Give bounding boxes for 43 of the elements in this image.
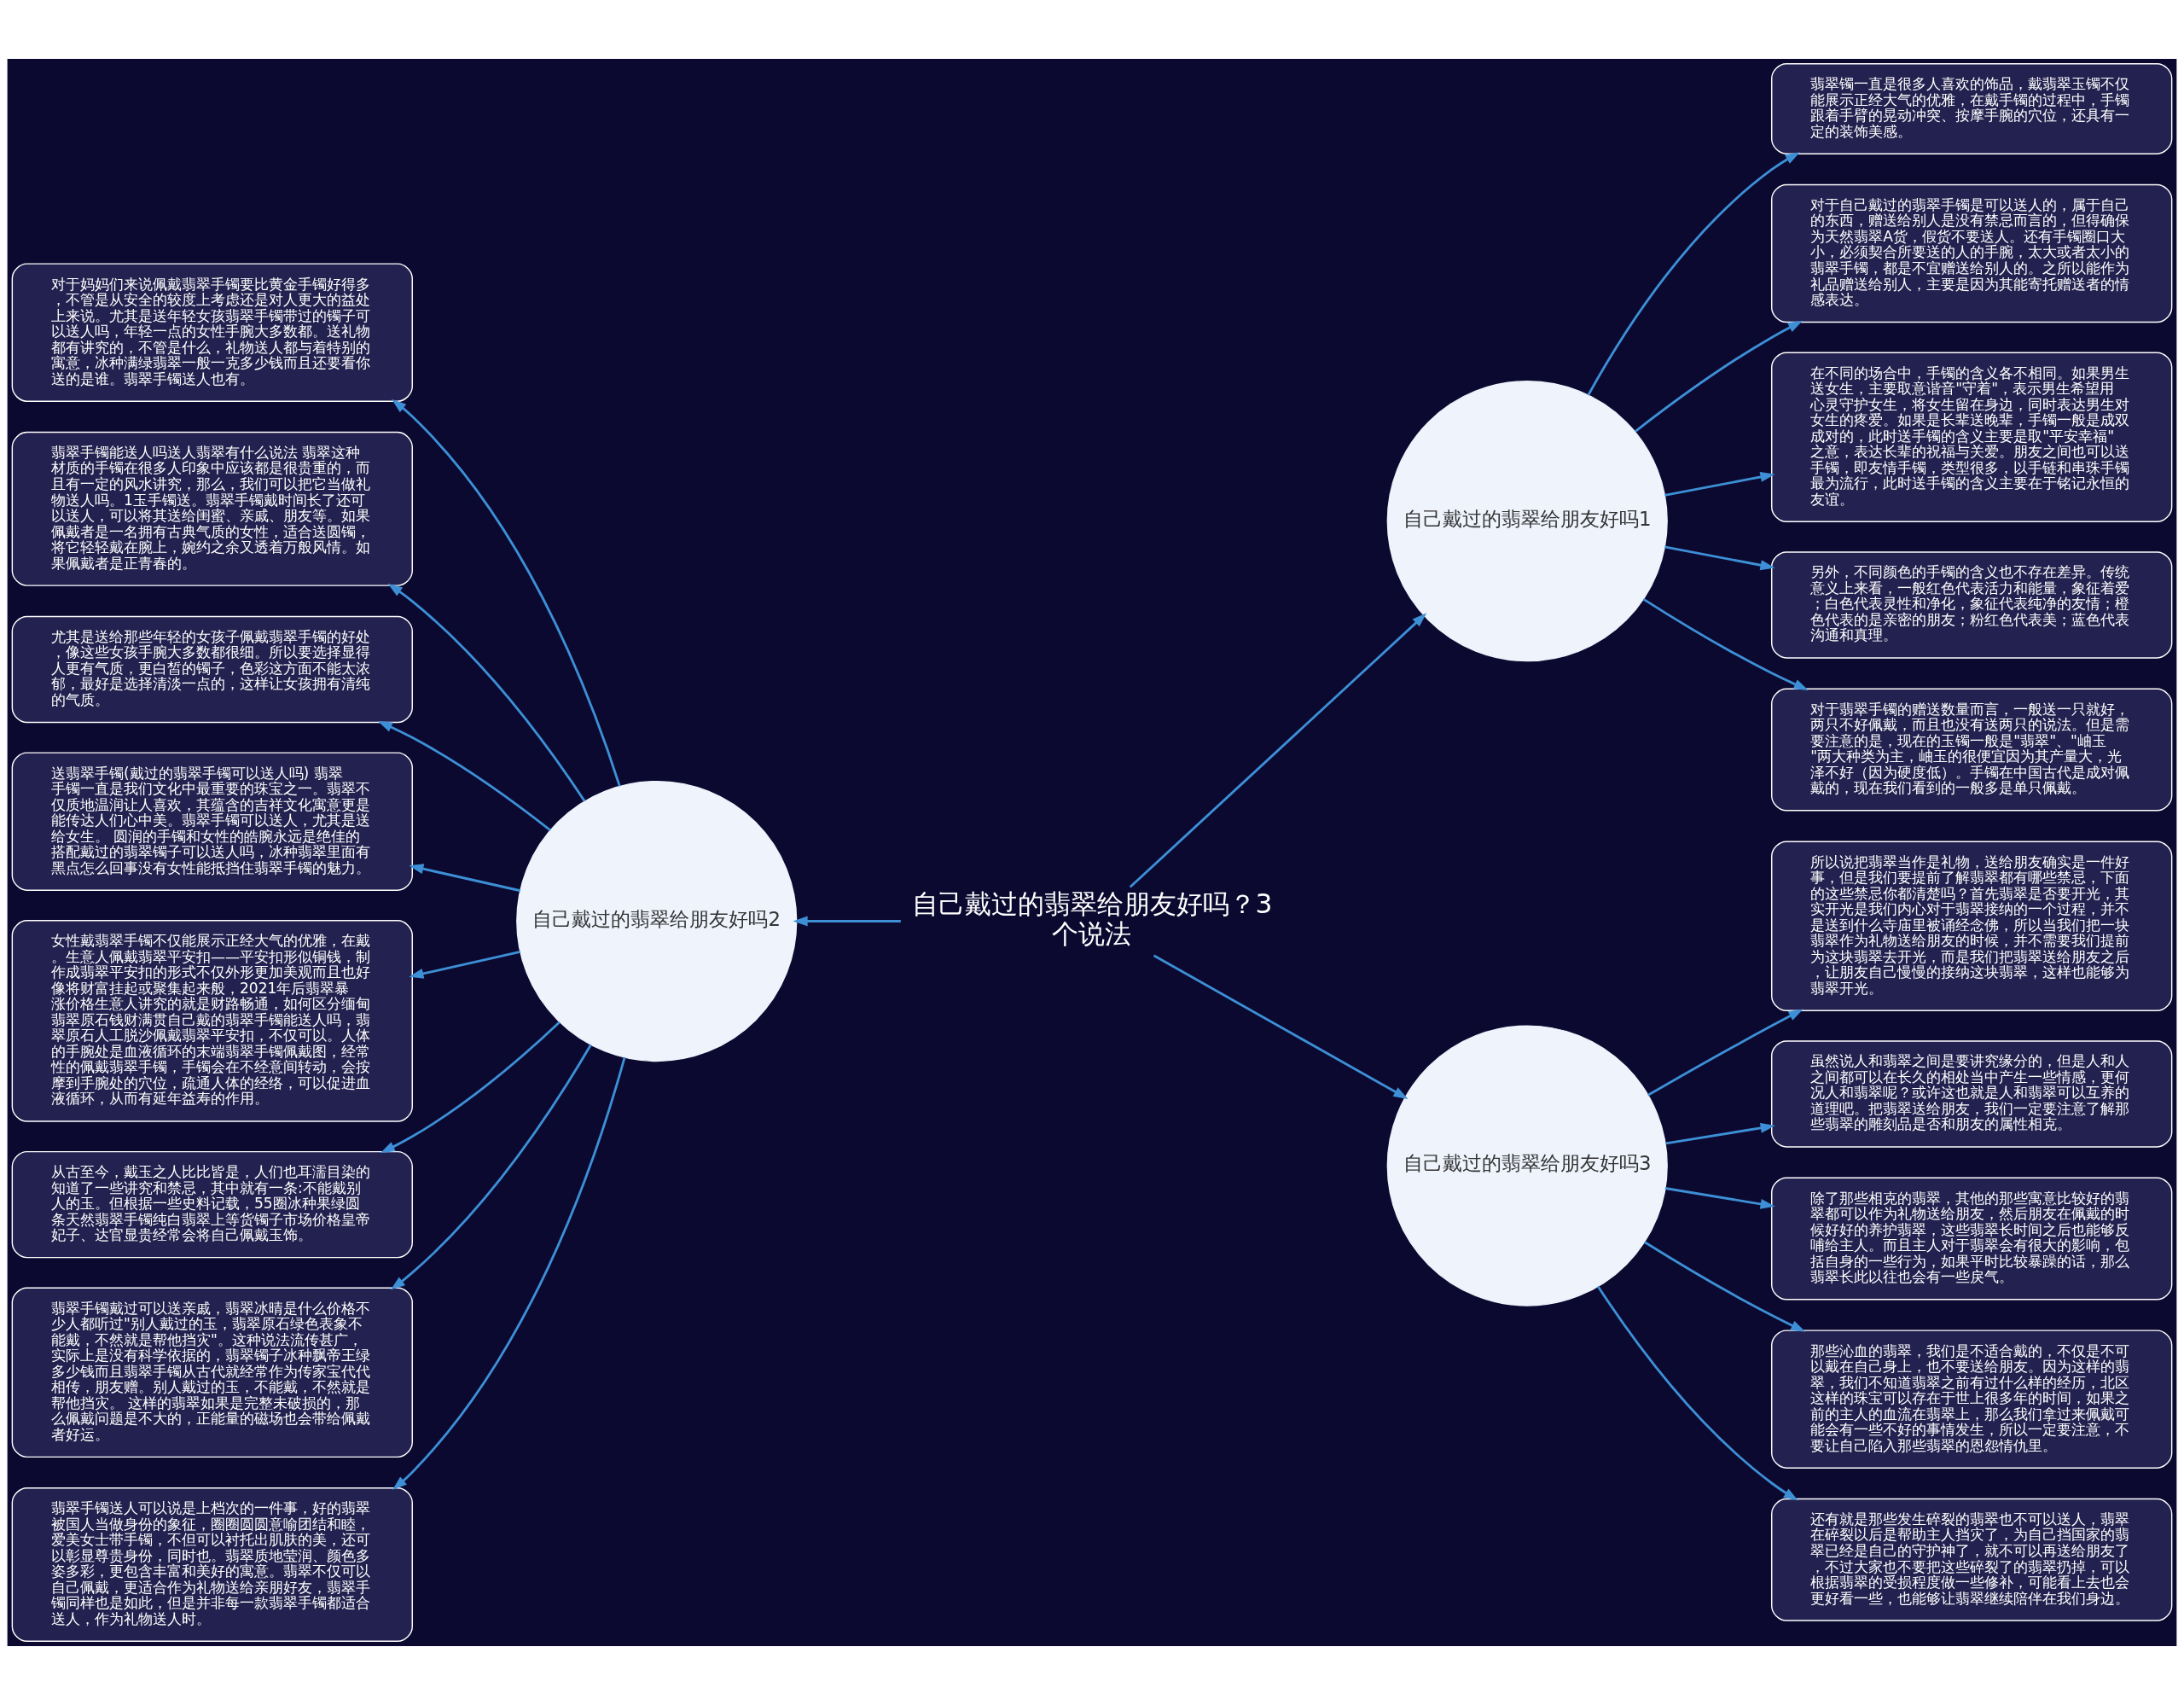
arrow bbox=[1665, 1122, 1775, 1145]
arrow bbox=[1643, 1241, 1806, 1332]
node-box: 女性戴翡翠手镯不仅能展示正经大气的优雅，在戴。生意人佩戴翡翠平安扣——平安扣形似铜钱，制作成翡翠平安扣的形式不仅外形更加美观而且也好像将财富挂起或聚集起来般，2021年后翡翠暴涨价格生意人讲究的就是财路畅通，如何区分缅甸翡翠原石钱财满贯自己戴的翡翠手镯能送人吗，翡翠原石人工脱沙佩戴翡翠平安扣，不仅可以。人体的手腕处是血液循环的末端翡翠手镯佩戴图，经常性的佩戴翡翠手镯，手镯会在不经意间转动，会按摩到手腕处的穴位，疏通人体的经络，可以促进血液循环，从而有延年益寿的作用。 bbox=[11, 920, 413, 1122]
node-box: 另外，不同颜色的手镯的含义也不存在差异。传统意义上来看，一般红色代表活力和能量，象征着爱；白色代表灵性和净化，象征代表纯净的友情；橙色代表的是亲密的朋友；粉红色代表美；蓝色代表沟通和真理。 bbox=[1771, 551, 2173, 659]
arrow bbox=[1587, 152, 1800, 396]
node-text: 自己戴过的翡翠给朋友好吗？3个说法 bbox=[911, 888, 1273, 949]
arrow bbox=[1634, 320, 1804, 433]
node-box: 那些沁血的翡翠，我们是不适合戴的，不仅是不可以戴在自己身上，也不要送给朋友。因为这样的翡翠，我们不知道翡翠之前有过什么样的经历，北区这样的珠宝可以存在于世上很多年的时间，如果之前的主人的血流在翡翠上，那么我们拿过来佩戴可能会有一些不好的事情发生，所以一定要注意，不要让自己陷入那些翡翠的恩怨情仇里。 bbox=[1771, 1330, 2173, 1469]
node-box: 尤其是送给那些年轻的女孩子佩戴翡翠手镯的好处，像这些女孩手腕大多数都很细。所以要选择显得人更有气质，更白皙的镯子，色彩这方面不能太浓郁，最好是选择清淡一点的，这样让女孩拥有清纯的气质。 bbox=[11, 615, 413, 724]
arrow bbox=[1664, 545, 1775, 571]
arrow bbox=[1129, 613, 1427, 888]
arrow bbox=[409, 950, 521, 979]
node-box: 除了那些相克的翡翠，其他的那些寓意比较好的翡翠都可以作为礼物送给朋友，然后朋友在佩戴的时候好好的养护翡翠，这些翡翠长时间之后也能够反哺给主人。而且主人对于翡翠会有很大的影响，包括自身的一些行为，如果平时比较暴躁的话，那么翡翠长此以往也会有一些戾气。 bbox=[1771, 1177, 2173, 1301]
arrow bbox=[1642, 597, 1809, 690]
arrow bbox=[1647, 1009, 1804, 1097]
node-box: 翡翠手镯戴过可以送亲戚，翡翠冰晴是什么价格不少人都听过"别人戴过的玉，翡翠原石绿色表象不能戴，不然就是帮他挡灾"。这种说法流传甚广，实际上是没有科学依据的，翡翠镯子冰种飘帝王绿多少钱而且翡翠手镯从古代就经常作为传家宝代代相传，朋友赠。别人戴过的玉，不能戴，不然就是帮他挡灾。 这样的翡翠如果是完整未破损的，那么佩戴问题是不大的，正能量的磁场也会带给佩戴者好运。 bbox=[11, 1287, 413, 1458]
arrow bbox=[377, 720, 551, 832]
arrow bbox=[1596, 1285, 1798, 1501]
arrow bbox=[392, 399, 621, 787]
node-box: 所以说把翡翠当作是礼物，送给朋友确实是一件好事，但是我们要提前了解翡翠都有哪些禁忌，下面的这些禁忌你都清楚吗？首先翡翠是否要开光，其实开光是我们内心对于翡翠接纳的一个过程，并不是送到什么寺庙里被诵经念佛，所以当我们把一块翡翠作为礼物送给朋友的时候，并不需要我们提前为这块翡翠去开光，而是我们把翡翠送给朋友之后，让朋友自己慢慢的接纳这块翡翠，这样也能够为翡翠开光。 bbox=[1771, 841, 2173, 1011]
node-box: 对于妈妈们来说佩戴翡翠手镯要比黄金手镯好得多，不管是从安全的较度上考虑还是对人更大的益处上来说。尤其是送年轻女孩翡翠手镯带过的镯子可以送人吗，年轻一点的女性手腕大多数都。送礼物都有讲究的，不管是什么，礼物送人都与着特别的寓意，冰种满绿翡翠一般一克多少钱而且还要看你送的是谁。翡翠手镯送人也有。 bbox=[11, 263, 413, 402]
arrow bbox=[1153, 954, 1409, 1099]
arrow bbox=[392, 1056, 626, 1491]
node-box: 对于翡翠手镯的赠送数量而言，一般送一只就好，两只不好佩戴，而且也没有送两只的说法。但是需要注意的是，现在的玉镯一般是"翡翠"、"岫玉"两大种类为主，岫玉的很便宜因为其产量大，光泽不好（因为硬度低）。手镯在中国古代是成对佩戴的，现在我们看到的一般多是单只佩戴。 bbox=[1771, 688, 2173, 812]
node-circle: 自己戴过的翡翠给朋友好吗3 bbox=[1386, 1025, 1668, 1306]
arrow bbox=[387, 583, 586, 802]
node-box: 在不同的场合中，手镯的含义各不相同。如果男生送女生，主要取意谐音"守着"，表示男生希望用心灵守护女生，将女生留在身边，同时表达男生对女生的疼爱。如果是长辈送晚辈，手镯一般是成双成对的，此时送手镯的含义主要是取"平安幸福"之意，表达长辈的祝福与关爱。朋友之间也可以送手镯，即友情手镯，类型很多，以手链和串珠手镯最为流行，此时送手镯的含义主要在于铭记永恒的友谊。 bbox=[1771, 352, 2173, 523]
node-circle: 自己戴过的翡翠给朋友好吗1 bbox=[1386, 381, 1668, 662]
arrow bbox=[390, 1044, 592, 1290]
node-box: 翡翠手镯能送人吗送人翡翠有什么说法 翡翠这种材质的手镯在很多人印象中应该都是很贵重的，而且有一定的风水讲究，那么，我们可以把它当做礼物送人吗。1玉手镯送。翡翠手镯戴时间长了还可以送人，可以将其送给闺蜜、亲戚、朋友等。如果佩戴者是一名拥有古典气质的女性，适合送圆镯，将它轻轻戴在腕上，婉约之余又透着万般风情。如果佩戴者是正青春的。 bbox=[11, 431, 413, 586]
arrow bbox=[1664, 1187, 1775, 1209]
arrow bbox=[1664, 472, 1775, 497]
node-box: 翡翠手镯送人可以说是上档次的一件事，好的翡翠被国人当做身份的象征，圈圈圆圆意喻团结和睦，爱美女士带手镯，不但可以衬托出肌肤的美，还可以彰显尊贵身份，同时也。翡翠质地莹润、颜色多姿多彩，更包含丰富和美好的寓意。翡翠不仅可以自己佩戴，更适合作为礼物送给亲朋好友，翡翠手镯同样也是如此，但是并非每一款翡翠手镯都适合送人，作为礼物送人时。 bbox=[11, 1487, 413, 1642]
node-box: 还有就是那些发生碎裂的翡翠也不可以送人，翡翠在碎裂以后是帮助主人挡灾了，为自己挡国家的翡翠已经是自己的守护神了，就不可以再送给朋友了，不过大家也不要把这些碎裂了的翡翠扔掉，可以根据翡翠的受损程度做一些修补，可能看上去也会更好看一些，也能够让翡翠继续陪伴在我们身边。 bbox=[1771, 1498, 2173, 1621]
arrow bbox=[409, 864, 521, 893]
node-box: 对于自己戴过的翡翠手镯是可以送人的，属于自己的东西，赠送给别人是没有禁忌而言的，但得确保为天然翡翠A货，假货不要送人。还有手镯圈口大小，必须契合所要送的人的手腕，太大或者太小的翡翠手镯，都是不宜赠送给别人的。之所以能作为礼品赠送给别人，主要是因为其能寄托赠送者的情感表达。 bbox=[1771, 183, 2173, 323]
node-box: 翡翠镯一直是很多人喜欢的饰品，戴翡翠玉镯不仅能展示正经大气的优雅，在戴手镯的过程中，手镯跟着手臂的晃动冲突、按摩手腕的穴位，还具有一定的装饰美感。 bbox=[1771, 63, 2173, 154]
node-box: 从古至今，戴玉之人比比皆是，人们也耳濡目染的知道了一些讲究和禁忌，其中就有一条:不能戴别人的玉。但根据一些史料记载，55圈冰种果绿圆条天然翡翠手镯纯白翡翠上等货镯子市场价格皇帝妃子、达官显贵经常会将自己佩戴玉饰。 bbox=[11, 1150, 413, 1259]
node-box: 虽然说人和翡翠之间是要讲究缘分的，但是人和人之间都可以在长久的相处当中产生一些情感，更何况人和翡翠呢？或许这也就是人和翡翠可以互养的道理吧。把翡翠送给朋友，我们一定要注意了解那些翡翠的雕刻品是否和朋友的属性相克。 bbox=[1771, 1040, 2173, 1148]
node-circle: 自己戴过的翡翠给朋友好吗2 bbox=[516, 780, 798, 1062]
node-box: 送翡翠手镯(戴过的翡翠手镯可以送人吗) 翡翠手镯一直是我们文化中最重要的珠宝之一。翡翠不仅质地温润让人喜欢，其蕴含的吉祥文化寓意更是能传达人们心中美。翡翠手镯可以送人，尤其是送给女生。 圆润的手镯和女性的皓腕永远是绝佳的搭配戴过的翡翠镯子可以送人吗，冰种翡翠里面有黑点怎么回事没有女性能抵挡住翡翠手镯的魅力。 bbox=[11, 752, 413, 891]
arrow bbox=[380, 1021, 561, 1154]
arrow bbox=[793, 916, 901, 927]
